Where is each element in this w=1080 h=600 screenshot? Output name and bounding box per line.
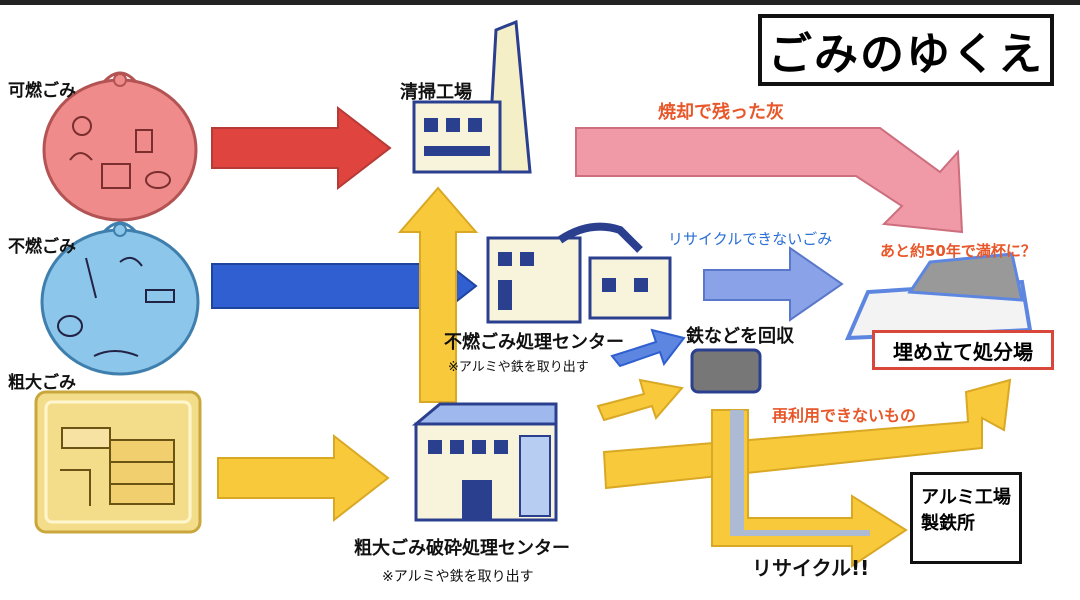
top-border [0,0,1080,5]
nonrecyclable-to-landfill-arrow [703,246,844,322]
landfill-label: 埋め立て処分場 [893,339,1033,364]
recycle-arrow-inner [730,410,870,536]
nonburnable-label: 不燃ごみ [8,237,76,257]
nonburnable-center-label: 不燃ごみ処理センター [444,332,624,353]
ash-label: 焼却で残った灰 [658,102,784,123]
diagram-title: ごみのゆくえ [768,29,1044,80]
burnable-label: 可燃ごみ [8,81,76,101]
incinerator-label: 清掃工場 [400,82,472,103]
not-reusable-label: 再利用できないもの [772,406,917,425]
nonburnable-bag [40,221,200,376]
recycler-box: アルミ工場 製鉄所 [910,472,1022,564]
iron-pile [690,348,762,394]
ash-to-landfill-arrow [575,127,964,234]
landfill-box: 埋め立て処分場 [872,330,1054,370]
recycler-label-aluminum: アルミ工場 [921,487,1011,508]
title-box: ごみのゆくえ [758,14,1054,86]
landfill-note-label: あと約50年で満杯に？ [880,242,1036,260]
landfill-site [844,252,1033,341]
crushing-to-iron-arrow [596,378,684,422]
crushing-center-building [411,402,558,522]
iron-recovery-label: 鉄などを回収 [686,326,794,347]
oversized-panel [34,390,202,534]
non-recyclable-label: リサイクルできないごみ [668,230,833,248]
center-to-iron-arrow [610,328,686,368]
oversized-label: 粗大ごみ [8,373,76,393]
nonburnable-center-building [486,222,672,324]
crushing-center-label: 粗大ごみ破砕処理センター [354,538,570,559]
oversized-to-crushing-arrow [217,433,390,523]
crushing-to-incinerator-arrow [397,186,479,403]
recycle-arrow [711,409,908,568]
burnable-bag [42,71,198,222]
recycle-label: リサイクル!! [752,556,870,580]
incinerator-building [412,19,532,174]
burnable-to-incinerator-arrow [211,105,392,191]
crushing-center-note: ※アルミや鉄を取り出す [382,569,534,585]
recycler-label-steel: 製鉄所 [921,513,975,534]
nonburnable-center-note: ※アルミや鉄を取り出す [448,360,589,375]
